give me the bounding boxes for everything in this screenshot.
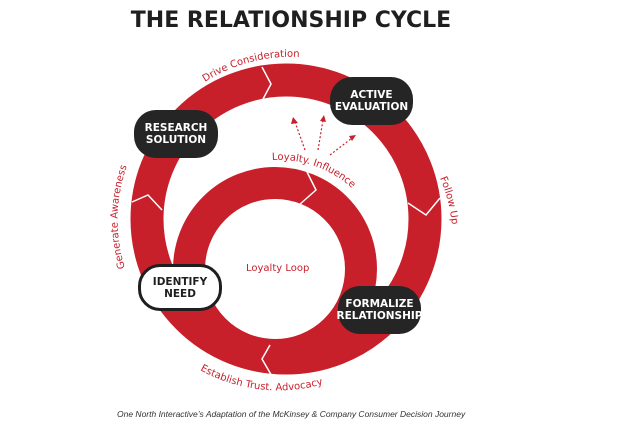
outer-chevron-right (407, 197, 441, 217)
loyalty-loop-label: Loyalty Loop (246, 263, 310, 274)
stage-identify-need-label: IDENTIFY NEED (152, 275, 208, 300)
stage-active-evaluation: ACTIVE EVALUATION (330, 77, 413, 125)
stage-active-evaluation-label: ACTIVE EVALUATION (334, 89, 409, 113)
arrow-heads (291, 115, 356, 141)
inner-chevron-top (298, 171, 317, 206)
stage-formalize-relationship-label: FORMALIZE RELATIONSHIP (336, 298, 423, 322)
outer-chevron-bottom (261, 344, 274, 379)
outer-chevron-left (131, 194, 163, 211)
influence-arrows (294, 119, 353, 156)
stage-formalize-relationship: FORMALIZE RELATIONSHIP (336, 286, 423, 334)
label-generate-awareness: Generate Awareness (110, 164, 130, 271)
diagram-title: THE RELATIONSHIP CYCLE (130, 8, 452, 33)
caption: One North Interactive’s Adaptation of th… (117, 409, 466, 419)
stage-research-solution: RESEARCH SOLUTION (134, 110, 218, 158)
outer-chevron-top (261, 66, 272, 102)
stage-identify-need: IDENTIFY NEED (138, 264, 222, 311)
stage-research-solution-label: RESEARCH SOLUTION (144, 122, 208, 146)
